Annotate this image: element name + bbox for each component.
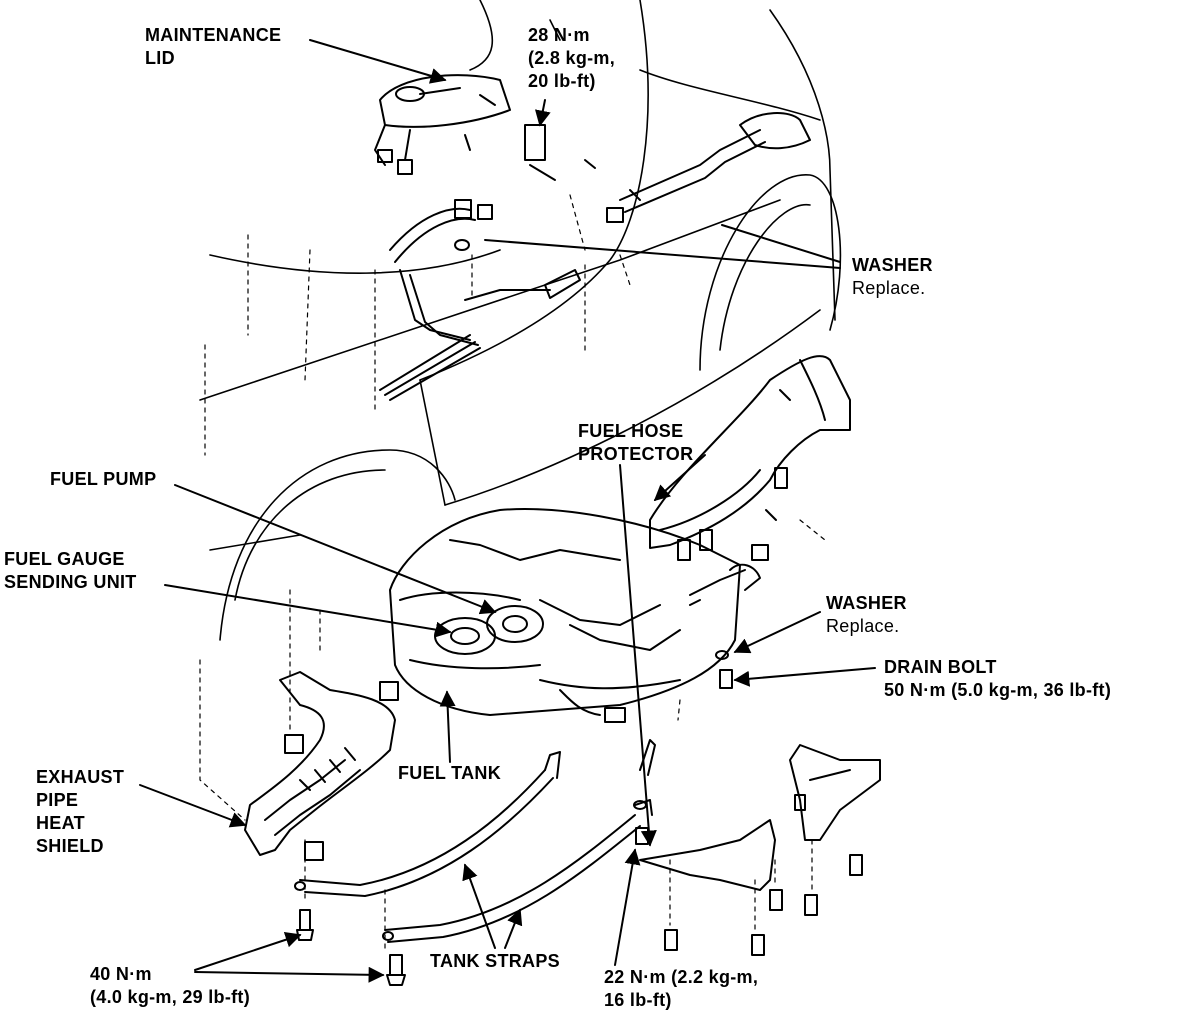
tank-straps-drawing: [294, 751, 653, 943]
label-fuel-tank: FUEL TANK: [398, 763, 502, 783]
torque-bottom-right-line-1: 22 N·m (2.2 kg-m,: [604, 967, 759, 987]
label-fuel-gauge-sending-unit: FUEL GAUGE SENDING UNIT: [4, 548, 137, 594]
maintenance-lid-drawing: [374, 74, 511, 175]
torque-top-line-3: 20 lb-ft): [528, 71, 596, 91]
fuel-gauge-line-2: SENDING UNIT: [4, 572, 137, 592]
maintenance-lid-line-1: MAINTENANCE: [145, 25, 282, 45]
label-washer-right: WASHER Replace.: [826, 592, 907, 638]
label-tank-straps: TANK STRAPS: [430, 951, 560, 971]
washer-top-note: Replace.: [852, 278, 926, 298]
maintenance-lid-line-2: LID: [145, 48, 175, 68]
assembly-guides-lower: [199, 519, 826, 951]
washer-right-note: Replace.: [826, 616, 900, 636]
torque-bottom-left-line-2: (4.0 kg-m, 29 lb-ft): [90, 987, 251, 1007]
drain-bolt-line-2: 50 N·m (5.0 kg-m, 36 lb-ft): [884, 680, 1112, 700]
label-torque-bottom-right: 22 N·m (2.2 kg-m, 16 lb-ft): [604, 966, 758, 1012]
label-torque-top: 28 N·m (2.8 kg-m, 20 lb-ft): [528, 24, 615, 93]
exhaust-line-4: SHIELD: [36, 836, 104, 856]
label-exhaust-pipe-heat-shield: EXHAUST PIPE HEAT SHIELD: [36, 766, 124, 858]
assembly-guides-upper: [204, 194, 631, 456]
label-maintenance-lid: MAINTENANCE LID: [145, 24, 281, 70]
label-drain-bolt: DRAIN BOLT 50 N·m (5.0 kg-m, 36 lb-ft): [884, 656, 1111, 702]
torque-top-line-2: (2.8 kg-m,: [528, 48, 616, 68]
exhaust-line-3: HEAT: [36, 813, 85, 833]
exhaust-heat-shield-drawing: [244, 671, 399, 861]
leader-lines: [139, 39, 876, 983]
fuel-hose-protector-line-1: FUEL HOSE: [578, 421, 684, 441]
fuel-hose-protector-drawing: [649, 355, 851, 549]
washer-right-name: WASHER: [826, 593, 907, 613]
exhaust-line-1: EXHAUST: [36, 767, 125, 787]
torque-bottom-right-line-2: 16 lb-ft): [604, 990, 672, 1010]
fuel-gauge-line-1: FUEL GAUGE: [4, 549, 125, 569]
washer-top-name: WASHER: [852, 255, 933, 275]
bolt-fasteners: [296, 467, 863, 986]
fuel-hose-protector-line-2: PROTECTOR: [578, 444, 694, 464]
label-torque-bottom-left: 40 N·m (4.0 kg-m, 29 lb-ft): [90, 963, 250, 1009]
fuel-lines: [379, 112, 811, 401]
lower-brackets-drawing: [639, 744, 881, 891]
exhaust-line-2: PIPE: [36, 790, 79, 810]
label-fuel-hose-protector: FUEL HOSE PROTECTOR: [578, 420, 693, 466]
fuel-tank-drawing: [389, 508, 761, 723]
drain-bolt-line-1: DRAIN BOLT: [884, 657, 997, 677]
torque-bottom-left-line-1: 40 N·m: [90, 964, 152, 984]
label-washer-top: WASHER Replace.: [852, 254, 933, 300]
label-fuel-pump: FUEL PUMP: [50, 469, 157, 489]
vehicle-body-outline: [199, 0, 842, 641]
torque-top-line-1: 28 N·m: [528, 25, 590, 45]
